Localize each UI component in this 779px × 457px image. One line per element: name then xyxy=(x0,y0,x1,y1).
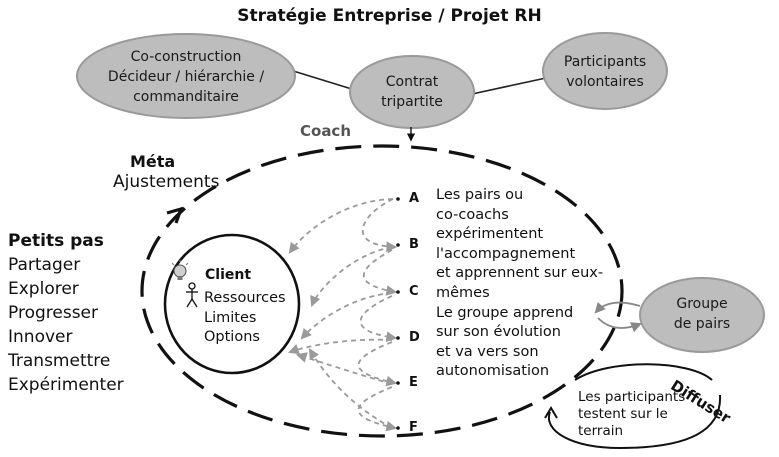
client-title: Client xyxy=(205,267,252,283)
terrain-loop-top xyxy=(574,363,713,381)
petits-pas-item: Partager xyxy=(8,255,81,275)
contrat-label: Contrat tripartite xyxy=(362,72,462,112)
meta-title: Méta xyxy=(130,152,176,171)
description-line: sur son évolution xyxy=(436,324,561,341)
description-line: l'accompagnement xyxy=(436,245,576,262)
description-line: autonomisation xyxy=(436,363,550,380)
coconstruction-line-3: commanditaire xyxy=(133,89,239,105)
coconstruction-line-1: Co-construction xyxy=(130,49,242,65)
participants-line-2: volontaires xyxy=(566,74,644,90)
petits-pas-title: Petits pas xyxy=(8,231,104,251)
client-list: Ressources Limites Options xyxy=(204,289,286,348)
client-item: Ressources xyxy=(204,290,286,306)
groupe-pairs-line-1: Groupe xyxy=(676,296,728,312)
contrat-line-2: tripartite xyxy=(381,94,443,110)
client-item: Options xyxy=(204,329,260,345)
groupe-pairs-line-2: de pairs xyxy=(673,316,731,332)
pair-letter-e: E xyxy=(409,375,418,390)
description-line: et va vers son xyxy=(436,343,539,360)
client-circle xyxy=(163,233,301,375)
petits-pas-item: Transmettre xyxy=(8,351,111,371)
description-line: Les pairs ou xyxy=(436,187,524,203)
groupe-exchange-arrows xyxy=(594,301,643,333)
groupe-pairs-label: Groupe de pairs xyxy=(650,294,754,334)
pair-letter-a: A xyxy=(409,191,420,206)
terrain-loop xyxy=(547,394,722,450)
description-line: et apprennent sur eux- xyxy=(436,265,604,282)
terrain-line: terrain xyxy=(578,423,624,439)
petits-pas-item: Innover xyxy=(8,327,73,347)
coconstruction-label: Co-construction Décideur / hiérarchie / … xyxy=(86,47,286,107)
pair-letter-b: B xyxy=(409,237,419,252)
terrain-text: Les participants testent sur le terrain xyxy=(578,389,685,440)
pair-letter-f: F xyxy=(409,420,418,435)
petits-pas-item: Expérimenter xyxy=(8,375,124,395)
client-item: Limites xyxy=(204,309,257,326)
description-line: expérimentent xyxy=(436,226,544,243)
description-text: Les pairs ou co-coachs expérimentent l'a… xyxy=(436,186,603,382)
pair-letter-d: D xyxy=(409,330,420,345)
description-line: Le groupe apprend xyxy=(436,304,574,321)
page-title: Stratégie Entreprise / Projet RH xyxy=(237,6,542,26)
pair-letter-c: C xyxy=(409,284,419,299)
connector-coconstruction-contrat xyxy=(289,69,356,91)
petits-pas-item: Progresser xyxy=(8,303,98,323)
contrat-bubble xyxy=(349,55,475,129)
coaching-ring xyxy=(140,144,624,438)
description-line: mêmes xyxy=(436,284,490,301)
description-line: co-coachs xyxy=(436,206,509,223)
stick-figure-icon xyxy=(186,282,198,308)
contrat-line-1: Contrat xyxy=(385,74,439,90)
groupe-pairs-bubble xyxy=(639,277,765,353)
terrain-arrowhead xyxy=(544,406,558,419)
pair-arrows xyxy=(287,198,398,432)
coconstruction-bubble xyxy=(76,33,296,119)
pair-dots xyxy=(396,197,400,430)
petits-pas-list: Partager Explorer Progresser Innover Tra… xyxy=(8,253,124,397)
terrain-line: Les participants xyxy=(578,389,686,405)
petits-pas-item: Explorer xyxy=(8,279,79,299)
lightbulb-icon xyxy=(171,260,189,280)
connector-contrat-participants xyxy=(471,77,547,95)
coconstruction-line-2: Décideur / hiérarchie / xyxy=(107,69,265,85)
meta-subtitle: Ajustements xyxy=(113,172,220,192)
participants-line-1: Participants xyxy=(563,54,647,70)
participants-bubble xyxy=(542,32,668,110)
terrain-line: testent sur le xyxy=(578,406,668,422)
coach-label: Coach xyxy=(300,122,352,140)
participants-label: Participants volontaires xyxy=(547,52,663,92)
meta-arrowhead xyxy=(166,206,184,224)
